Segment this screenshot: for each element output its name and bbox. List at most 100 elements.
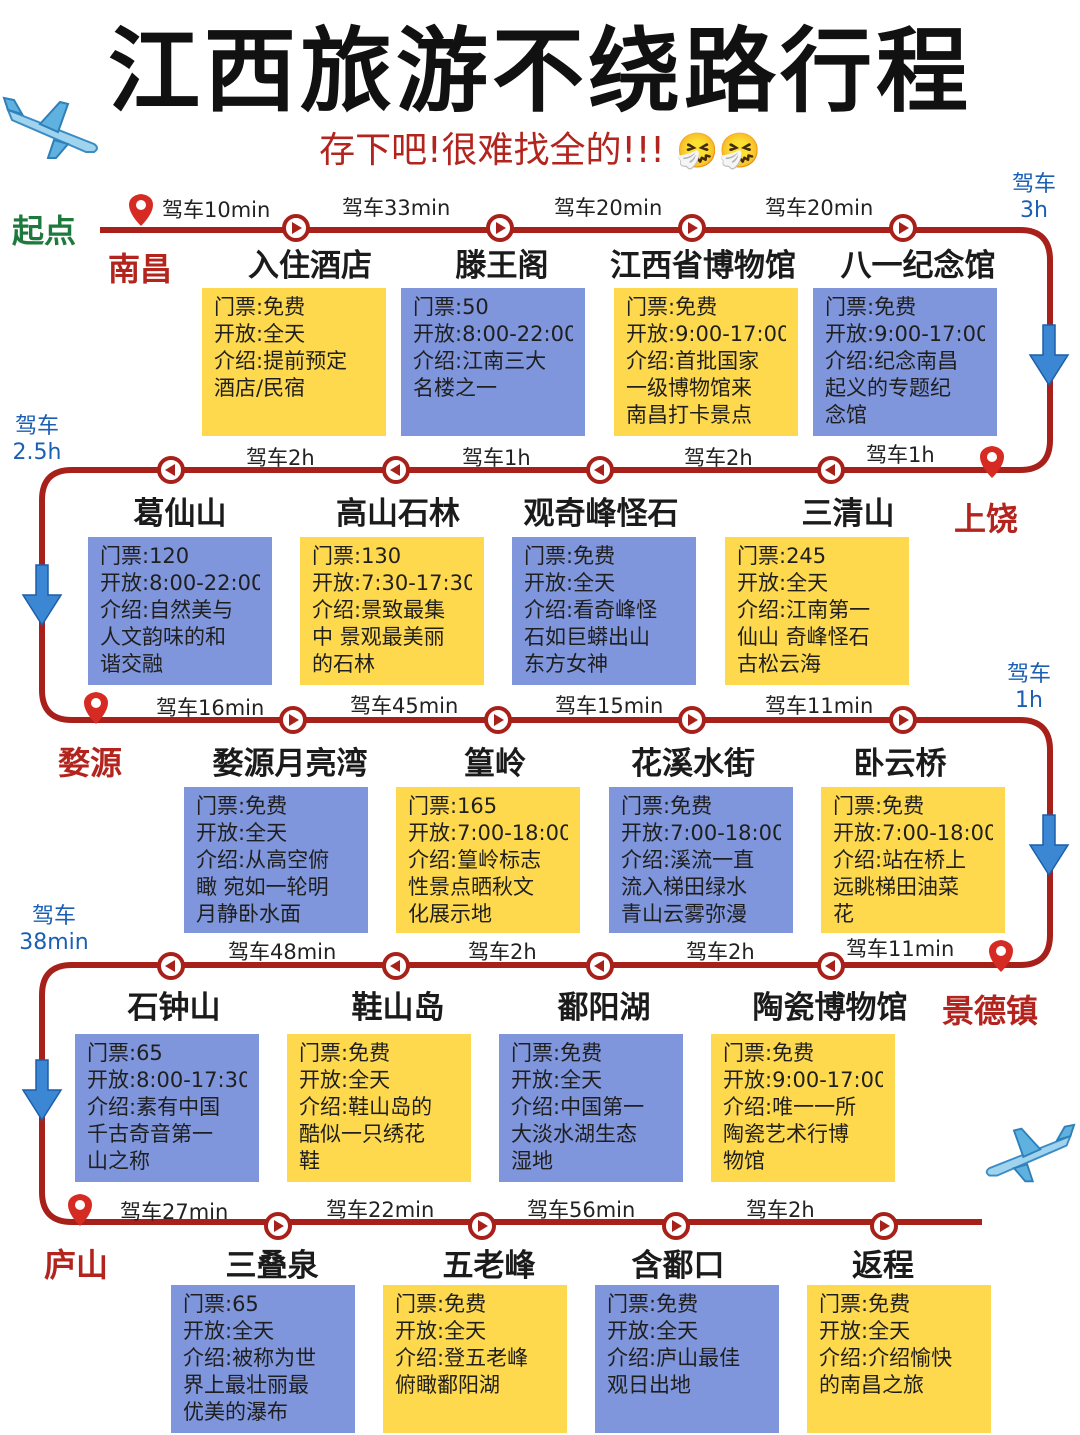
spot-name: 卧云桥 — [853, 746, 947, 782]
play-node-icon — [486, 214, 514, 242]
spot-info-card: 门票:免费 开放:9:00-17:00 介绍:纪念南昌 起义的专题纪 念馆 — [813, 288, 997, 436]
intro-line: 介绍:中国第一 — [511, 1095, 645, 1119]
intro-line: 仙山 奇峰怪石 — [737, 625, 870, 649]
drive-time-label: 驾车2h — [246, 446, 315, 470]
intro-line: 鞋 — [299, 1149, 320, 1173]
subtitle-text: 存下吧!很难找全的!!! — [319, 130, 665, 171]
airplane-icon — [2, 96, 98, 159]
drive-time-label: 驾车1h — [866, 443, 935, 467]
spot-name: 滕王阁 — [455, 248, 549, 284]
hours-line: 开放:9:00-17:00 — [723, 1068, 883, 1092]
drive-time-label: 驾车2h — [468, 940, 537, 964]
intro-line: 人文韵味的和 — [100, 625, 226, 649]
spot-info-card: 门票:130 开放:7:30-17:30 介绍:景致最集 中 景观最美丽 的石林 — [300, 537, 484, 685]
spot-info-card: 门票:免费 开放:9:00-17:00 介绍:唯一一所 陶瓷艺术行博 物馆 — [711, 1034, 895, 1182]
intro-line: 东方女神 — [524, 652, 608, 676]
spot-info-card: 门票:免费 开放:全天 介绍:庐山最佳 观日出地 — [595, 1285, 779, 1433]
drive-time-label: 驾车48min — [228, 940, 337, 964]
spot-name: 三清山 — [801, 496, 895, 532]
spot-info-card: 门票:免费 开放:全天 介绍:提前预定 酒店/民宿 — [202, 288, 386, 436]
drive-time-label: 驾车15min — [555, 694, 664, 718]
side-drive-label: 驾车 3h — [1011, 172, 1056, 223]
intro-line: 介绍:登五老峰 — [395, 1346, 529, 1370]
intro-line: 介绍:溪流一直 — [621, 848, 755, 872]
spot-info-card: 门票:免费 开放:全天 介绍:登五老峰 俯瞰鄱阳湖 — [383, 1285, 567, 1433]
intro-line: 千古奇音第一 — [87, 1122, 213, 1146]
spot-name: 石钟山 — [127, 990, 221, 1026]
intro-line: 性景点晒秋文 — [408, 875, 534, 899]
spot-name: 陶瓷博物馆 — [752, 990, 908, 1026]
intro-line: 南昌打卡景点 — [626, 403, 752, 427]
intro-line: 介绍:首批国家 — [626, 349, 760, 373]
play-node-icon — [586, 456, 614, 484]
play-node-icon — [468, 1212, 496, 1240]
hours-line: 开放:全天 — [214, 322, 306, 346]
drive-time-label: 驾车20min — [765, 196, 874, 220]
play-node-icon — [662, 1212, 690, 1240]
intro-line: 介绍:鞋山岛的 — [299, 1095, 433, 1119]
play-node-icon — [817, 456, 845, 484]
ticket-line: 门票:免费 — [723, 1041, 815, 1065]
intro-line: 念馆 — [825, 403, 867, 427]
page-subtitle: 存下吧!很难找全的!!! 🤧🤧 — [0, 128, 1080, 174]
play-node-icon — [382, 456, 410, 484]
ticket-line: 门票:免费 — [819, 1292, 911, 1316]
drive-time-label: 驾车20min — [554, 196, 663, 220]
intro-line: 中 景观最美丽 — [312, 625, 445, 649]
intro-line: 湿地 — [511, 1149, 553, 1173]
ticket-line: 门票:120 — [100, 544, 190, 568]
spot-name: 鞋山岛 — [351, 990, 445, 1026]
ticket-line: 门票:50 — [413, 295, 489, 319]
intro-line: 月静卧水面 — [196, 902, 301, 926]
hours-line: 开放:9:00-17:00 — [825, 322, 985, 346]
hours-line: 开放:全天 — [737, 571, 829, 595]
hours-line: 开放:全天 — [395, 1319, 487, 1343]
spot-info-card: 门票:免费 开放:全天 介绍:介绍愉快 的南昌之旅 — [807, 1285, 991, 1433]
spot-name: 三叠泉 — [225, 1248, 319, 1284]
intro-line: 石如巨蟒出山 — [524, 625, 650, 649]
intro-line: 观日出地 — [607, 1373, 691, 1397]
location-pin-icon — [68, 1194, 92, 1226]
ticket-line: 门票:免费 — [196, 794, 288, 818]
intro-line: 流入梯田绿水 — [621, 875, 747, 899]
city-jingdezhen: 景德镇 — [942, 992, 1039, 1030]
route-node-markers — [157, 214, 917, 1240]
spot-info-card: 门票:50 开放:8:00-22:00 介绍:江南三大 名楼之一 — [401, 288, 585, 436]
play-node-icon — [382, 952, 410, 980]
spot-info-card: 门票:免费 开放:全天 介绍:中国第一 大淡水湖生态 湿地 — [499, 1034, 683, 1182]
ticket-line: 门票:245 — [737, 544, 827, 568]
play-node-icon — [889, 706, 917, 734]
spot-info-card: 门票:免费 开放:7:00-18:00 介绍:溪流一直 流入梯田绿水 青山云雾弥… — [609, 787, 793, 933]
intro-line: 瞰 宛如一轮明 — [196, 875, 329, 899]
intro-line: 介绍:江南三大 — [413, 349, 547, 373]
play-node-icon — [484, 706, 512, 734]
drive-time-label: 驾车33min — [342, 196, 451, 220]
ticket-line: 门票:65 — [87, 1041, 163, 1065]
hours-line: 开放:8:00-17:30 — [87, 1068, 247, 1092]
intro-line: 化展示地 — [408, 902, 492, 926]
intro-line: 物馆 — [723, 1149, 765, 1173]
spot-info-card: 门票:65 开放:8:00-17:30 介绍:素有中国 千古奇音第一 山之称 — [75, 1034, 259, 1182]
ticket-line: 门票:免费 — [395, 1292, 487, 1316]
spot-info-card: 门票:免费 开放:全天 介绍:从高空俯 瞰 宛如一轮明 月静卧水面 — [184, 787, 368, 933]
spot-info-card: 门票:245 开放:全天 介绍:江南第一 仙山 奇峰怪石 古松云海 — [725, 537, 909, 685]
hours-line: 开放:9:00-17:00 — [626, 322, 786, 346]
location-pin-icon — [84, 692, 108, 724]
intro-line: 谐交融 — [100, 652, 163, 676]
hours-line: 开放:7:00-18:00 — [408, 821, 568, 845]
sneeze-face-emoji: 🤧🤧 — [676, 131, 761, 171]
intro-line: 酒店/民宿 — [214, 376, 306, 400]
hours-line: 开放:8:00-22:00 — [413, 322, 573, 346]
intro-line: 青山云雾弥漫 — [621, 902, 747, 926]
play-node-icon — [870, 1212, 898, 1240]
hours-line: 开放:全天 — [607, 1319, 699, 1343]
drive-time-label: 驾车16min — [156, 696, 265, 720]
hours-line: 开放:全天 — [299, 1068, 391, 1092]
intro-line: 介绍:站在桥上 — [833, 848, 967, 872]
location-pin-icon — [989, 940, 1013, 972]
spot-name: 婺源月亮湾 — [212, 746, 368, 782]
spot-name: 五老峰 — [442, 1248, 536, 1284]
spot-name: 高山石林 — [336, 496, 460, 532]
spot-info-card: 门票:免费 开放:7:00-18:00 介绍:站在桥上 远眺梯田油菜 花 — [821, 787, 1005, 933]
intro-line: 介绍:篁岭标志 — [408, 848, 542, 872]
